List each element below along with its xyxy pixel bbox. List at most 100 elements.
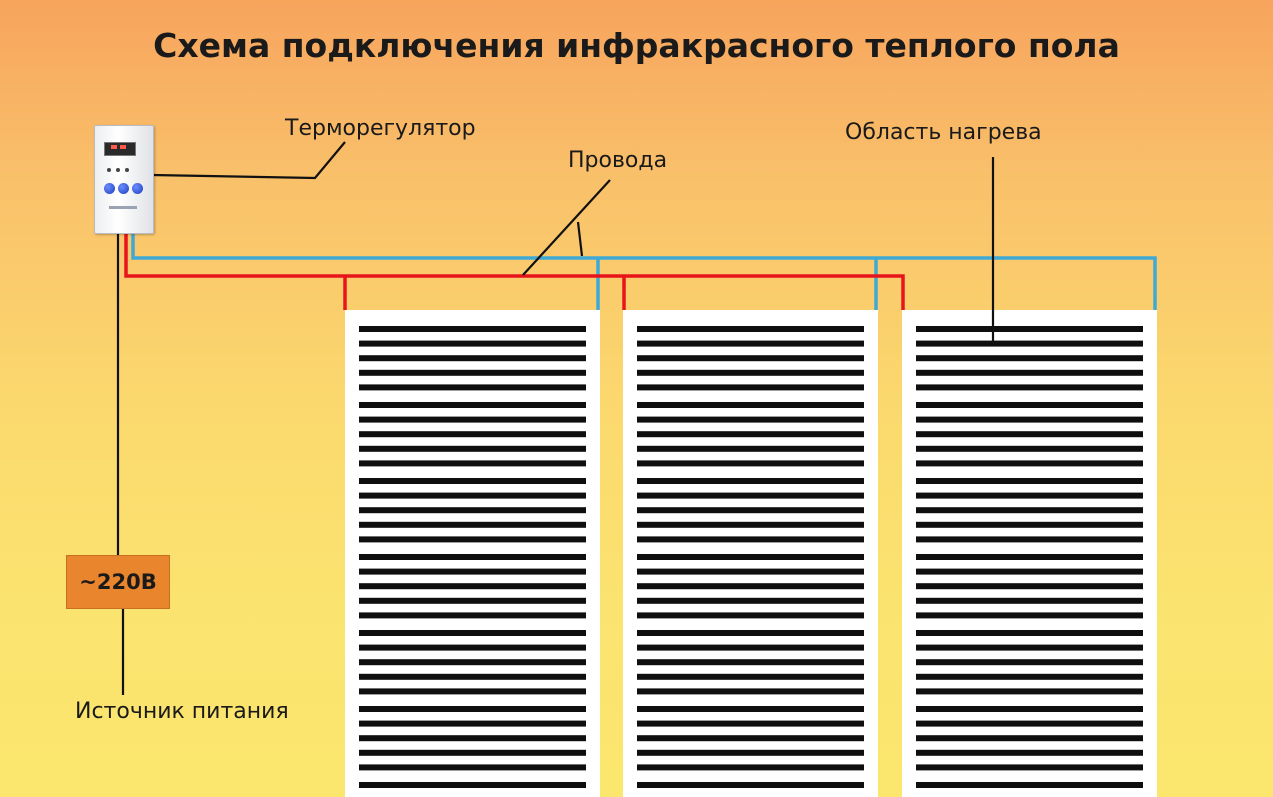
wires-leader-1 (522, 179, 611, 276)
thermostat-button (104, 183, 115, 194)
thermostat-leader (151, 141, 346, 180)
thermostat-label: Терморегулятор (285, 116, 476, 141)
phase-wire (124, 232, 905, 310)
heating-strip (637, 369, 864, 376)
heating-strip (916, 492, 1143, 499)
heating-strip (916, 340, 1143, 347)
heating-strip (359, 355, 586, 362)
heating-strip (359, 749, 586, 756)
heating-strip (916, 355, 1143, 362)
heating-strip (637, 492, 864, 499)
heating-strip (359, 597, 586, 604)
voltage-badge: ~220В (66, 555, 170, 609)
thermostat-led (120, 145, 126, 149)
heating-strip (916, 554, 1143, 560)
heating-strip (359, 735, 586, 742)
heating-strip (916, 706, 1143, 712)
heating-strip (916, 688, 1143, 695)
thermostat-button (118, 183, 129, 194)
heating-strip (916, 536, 1143, 543)
heating-strip (359, 369, 586, 376)
heating-strip (637, 326, 864, 332)
wires-label: Провода (568, 148, 668, 173)
heating-strip (359, 416, 586, 423)
heating-strip (916, 673, 1143, 680)
heating-strip (916, 460, 1143, 467)
page-title: Схема подключения инфракрасного теплого … (153, 26, 1120, 65)
heating-strip (637, 735, 864, 742)
heating-strip (916, 507, 1143, 514)
heating-strip (637, 644, 864, 651)
heating-strip (637, 673, 864, 680)
heating-strip (637, 612, 864, 619)
heating-strip (916, 568, 1143, 575)
thermostat-led (111, 145, 117, 149)
phase-wire-main (124, 232, 905, 310)
heating-strip (916, 782, 1143, 788)
heating-strip (637, 688, 864, 695)
heating-strip (359, 554, 586, 560)
heating-strip (359, 720, 586, 727)
heating-strip (359, 630, 586, 636)
heating-strip (916, 431, 1143, 438)
heating-strip (916, 326, 1143, 332)
heating-film-2 (623, 310, 878, 797)
heating-strip (637, 749, 864, 756)
heating-strip (637, 706, 864, 712)
heating-strip (637, 402, 864, 408)
heating-strip (916, 630, 1143, 636)
heating-strip (637, 583, 864, 590)
heating-strip (916, 369, 1143, 376)
heating-strip (916, 416, 1143, 423)
heating-strip (916, 478, 1143, 484)
heating-strip (359, 507, 586, 514)
heating-strip (637, 568, 864, 575)
thermostat-indicator (125, 168, 129, 172)
neutral-wire-main (131, 232, 1157, 310)
heating-strip (637, 597, 864, 604)
heating-strip (359, 764, 586, 771)
heating-strip (359, 568, 586, 575)
heating-strip (637, 554, 864, 560)
heating-strip (637, 630, 864, 636)
power-source-label: Источник питания (75, 699, 289, 724)
heating-strip (637, 478, 864, 484)
heating-strip (359, 492, 586, 499)
heating-strip (916, 659, 1143, 666)
thermostat-device-icon (94, 125, 154, 234)
heating-strip (637, 431, 864, 438)
heating-strip (916, 612, 1143, 619)
leader-lines (116, 141, 995, 695)
heating-strip (359, 460, 586, 467)
heating-area-label: Область нагрева (845, 120, 1042, 145)
heating-strip (916, 749, 1143, 756)
heating-strip (359, 644, 586, 651)
neutral-wire (131, 232, 1157, 310)
heating-films (345, 310, 1157, 797)
heating-strip (359, 326, 586, 332)
heating-strip (359, 673, 586, 680)
heating-strip (916, 720, 1143, 727)
heating-strip (637, 782, 864, 788)
heating-strip (637, 460, 864, 467)
thermostat-brand-mark (109, 206, 137, 209)
heating-strip (359, 402, 586, 408)
heating-strip (637, 340, 864, 347)
thermostat-button (132, 183, 143, 194)
heating-strip (916, 764, 1143, 771)
heating-strip (637, 764, 864, 771)
heating-strip (359, 583, 586, 590)
heating-strip (359, 445, 586, 452)
heating-strip (637, 355, 864, 362)
heating-strip (359, 536, 586, 543)
heating-strip (916, 644, 1143, 651)
heating-strip (637, 384, 864, 391)
heating-strip (359, 782, 586, 788)
heating-strip (359, 688, 586, 695)
heating-strip (359, 521, 586, 528)
heating-film-3 (902, 310, 1157, 797)
heating-strip (916, 735, 1143, 742)
heating-strip (359, 478, 586, 484)
heating-strip (637, 521, 864, 528)
